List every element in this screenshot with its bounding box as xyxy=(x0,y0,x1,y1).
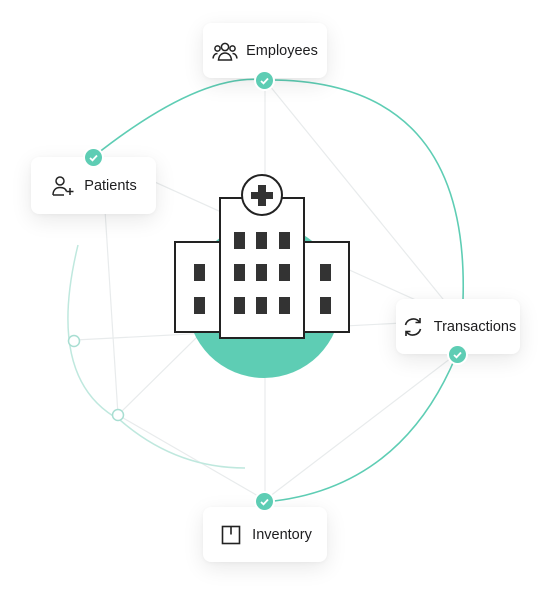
hollow-node xyxy=(111,408,125,422)
connector-line xyxy=(264,79,461,321)
inventory-card[interactable]: Inventory xyxy=(203,507,327,562)
employees-card[interactable]: Employees xyxy=(203,23,327,78)
box-icon xyxy=(218,522,244,548)
transactions-check-icon xyxy=(449,346,466,363)
transactions-card[interactable]: Transactions xyxy=(396,299,520,354)
connector-line xyxy=(104,209,119,416)
connector-line xyxy=(117,414,266,501)
users-icon xyxy=(212,38,238,64)
connector-line xyxy=(264,354,456,501)
employees-check-icon xyxy=(256,72,273,89)
transactions-label: Transactions xyxy=(433,318,517,335)
inventory-check-icon xyxy=(256,493,273,510)
user-plus-icon xyxy=(50,173,76,199)
inventory-label: Inventory xyxy=(252,526,312,543)
arc-top xyxy=(92,78,464,301)
employees-label: Employees xyxy=(246,42,318,59)
hospital-building-icon xyxy=(174,174,350,339)
patients-check-icon xyxy=(85,149,102,166)
refresh-icon xyxy=(400,314,426,340)
hollow-node xyxy=(67,334,81,348)
arc-right xyxy=(264,355,457,503)
patients-label: Patients xyxy=(84,177,137,194)
patients-card[interactable]: Patients xyxy=(31,157,156,214)
